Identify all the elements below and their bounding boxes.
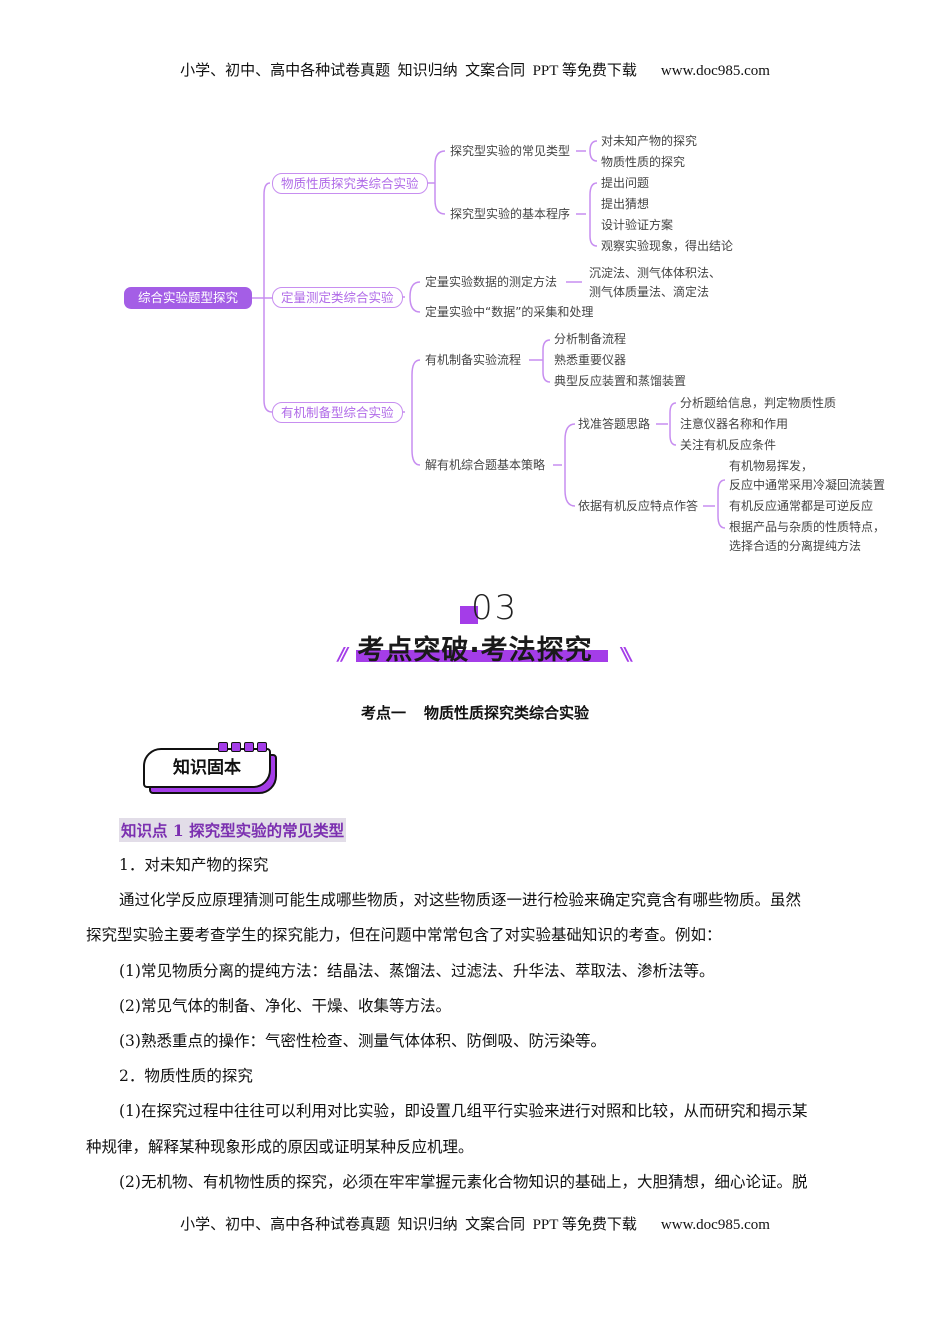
mindmap-leaf: 有机反应通常都是可逆反应 <box>729 499 874 513</box>
list-item: (3)熟悉重点的操作：气密性检查、测量气体体积、防倒吸、防污染等。 <box>119 1032 606 1050</box>
slash-decoration-right: // <box>624 644 632 665</box>
mindmap-leaf: 典型反应装置和蒸馏装置 <box>554 374 687 388</box>
mindmap-node: 定量实验中“数据”的采集和处理 <box>425 305 594 319</box>
mindmap-branch: 物质性质探究类综合实验 <box>272 173 428 194</box>
mindmap-leaf: 对未知产物的探究 <box>601 134 698 148</box>
mindmap-leaf: 提出问题 <box>601 176 650 190</box>
exam-point-title: 考点一物质性质探究类综合实验 <box>0 702 950 723</box>
mindmap-node: 探究型实验的常见类型 <box>450 144 571 158</box>
header-text: 小学、初中、高中各种试卷真题 知识归纳 文案合同 PPT 等免费下载 <box>180 63 637 79</box>
mindmap-leaf: 反应中通常采用冷凝回流装置 <box>729 478 886 492</box>
mindmap-node: 找准答题思路 <box>578 417 651 431</box>
footer-text: 小学、初中、高中各种试卷真题 知识归纳 文案合同 PPT 等免费下载 <box>180 1217 637 1233</box>
knowledge-point-heading: 知识点 1 探究型实验的常见类型 <box>119 818 347 842</box>
paragraph-line: 种规律，解释某种现象形成的原因或证明某种反应机理。 <box>86 1138 474 1156</box>
badge-label: 知识固本 <box>143 748 271 788</box>
mindmap-leaf: 分析制备流程 <box>554 332 627 346</box>
number-accent-square <box>460 606 478 624</box>
section-title: 考点突破·考法探究 <box>357 635 593 666</box>
mindmap-branch: 有机制备型综合实验 <box>272 402 403 423</box>
page-footer: 小学、初中、高中各种试卷真题 知识归纳 文案合同 PPT 等免费下载 www.do… <box>0 1213 950 1234</box>
mindmap-leaf: 设计验证方案 <box>601 218 674 232</box>
paragraph-line: (2)无机物、有机物性质的探究，必须在牢牢掌握元素化合物知识的基础上，大胆猜想，… <box>119 1173 808 1191</box>
mindmap-leaf: 关注有机反应条件 <box>680 438 777 452</box>
mindmap-leaf: 提出猜想 <box>601 197 650 211</box>
exam-point-prefix: 考点一 <box>360 704 406 722</box>
paragraph-line: 通过化学反应原理猜测可能生成哪些物质，对这些物质逐一进行检验来确定究竟含有哪些物… <box>119 891 802 909</box>
mindmap-connectors <box>244 140 726 529</box>
knowledge-badge: 知识固本 <box>143 742 277 794</box>
mindmap-leaf: 熟悉重要仪器 <box>554 353 627 367</box>
mindmap-node: 有机制备实验流程 <box>425 353 522 367</box>
mindmap-branch: 定量测定类综合实验 <box>272 287 403 308</box>
mindmap-leaf: 测气体质量法、滴定法 <box>589 285 710 299</box>
paragraph-line: (1)在探究过程中往往可以利用对比实验，即设置几组平行实验来进行对照和比较，从而… <box>119 1102 808 1120</box>
section-number: 03 <box>471 588 519 628</box>
mindmap-leaf: 物质性质的探究 <box>601 155 686 169</box>
mindmap-leaf: 分析题给信息，判定物质性质 <box>680 396 837 410</box>
subheading: 1．对未知产物的探究 <box>119 856 269 874</box>
paragraph-line: 探究型实验主要考查学生的探究能力，但在问题中常常包含了对实验基础知识的考查。例如… <box>86 926 722 944</box>
badge-dots <box>218 742 267 752</box>
subheading: 2．物质性质的探究 <box>119 1067 253 1085</box>
mindmap-leaf: 沉淀法、测气体体积法、 <box>589 266 722 280</box>
list-item: (2)常见气体的制备、净化、干燥、收集等方法。 <box>119 997 451 1015</box>
mindmap-node: 解有机综合题基本策略 <box>425 458 546 472</box>
mindmap-leaf: 注意仪器名称和作用 <box>680 417 789 431</box>
mindmap-node: 依据有机反应特点作答 <box>578 499 699 513</box>
page-header: 小学、初中、高中各种试卷真题 知识归纳 文案合同 PPT 等免费下载 www.do… <box>0 59 950 80</box>
mindmap-leaf: 选择合适的分离提纯方法 <box>729 539 862 553</box>
slash-decoration-left: // <box>338 644 348 665</box>
footer-url: www.doc985.com <box>660 1217 770 1233</box>
exam-point-name: 物质性质探究类综合实验 <box>424 704 590 722</box>
mindmap-leaf: 根据产品与杂质的性质特点， <box>729 520 886 534</box>
header-url: www.doc985.com <box>660 63 770 79</box>
title-underline-bar <box>356 650 608 662</box>
mindmap-leaf: 有机物易挥发， <box>729 459 814 473</box>
mindmap-root: 综合实验题型探究 <box>124 287 253 309</box>
list-item: (1)常见物质分离的提纯方法：结晶法、蒸馏法、过滤法、升华法、萃取法、渗析法等。 <box>119 962 715 980</box>
mindmap-node: 定量实验数据的测定方法 <box>425 275 558 289</box>
mindmap-node: 探究型实验的基本程序 <box>450 207 571 221</box>
mindmap: 综合实验题型探究 物质性质探究类综合实验 定量测定类综合实验 有机制备型综合实验… <box>0 0 950 580</box>
mindmap-leaf: 观察实验现象，得出结论 <box>601 239 734 253</box>
